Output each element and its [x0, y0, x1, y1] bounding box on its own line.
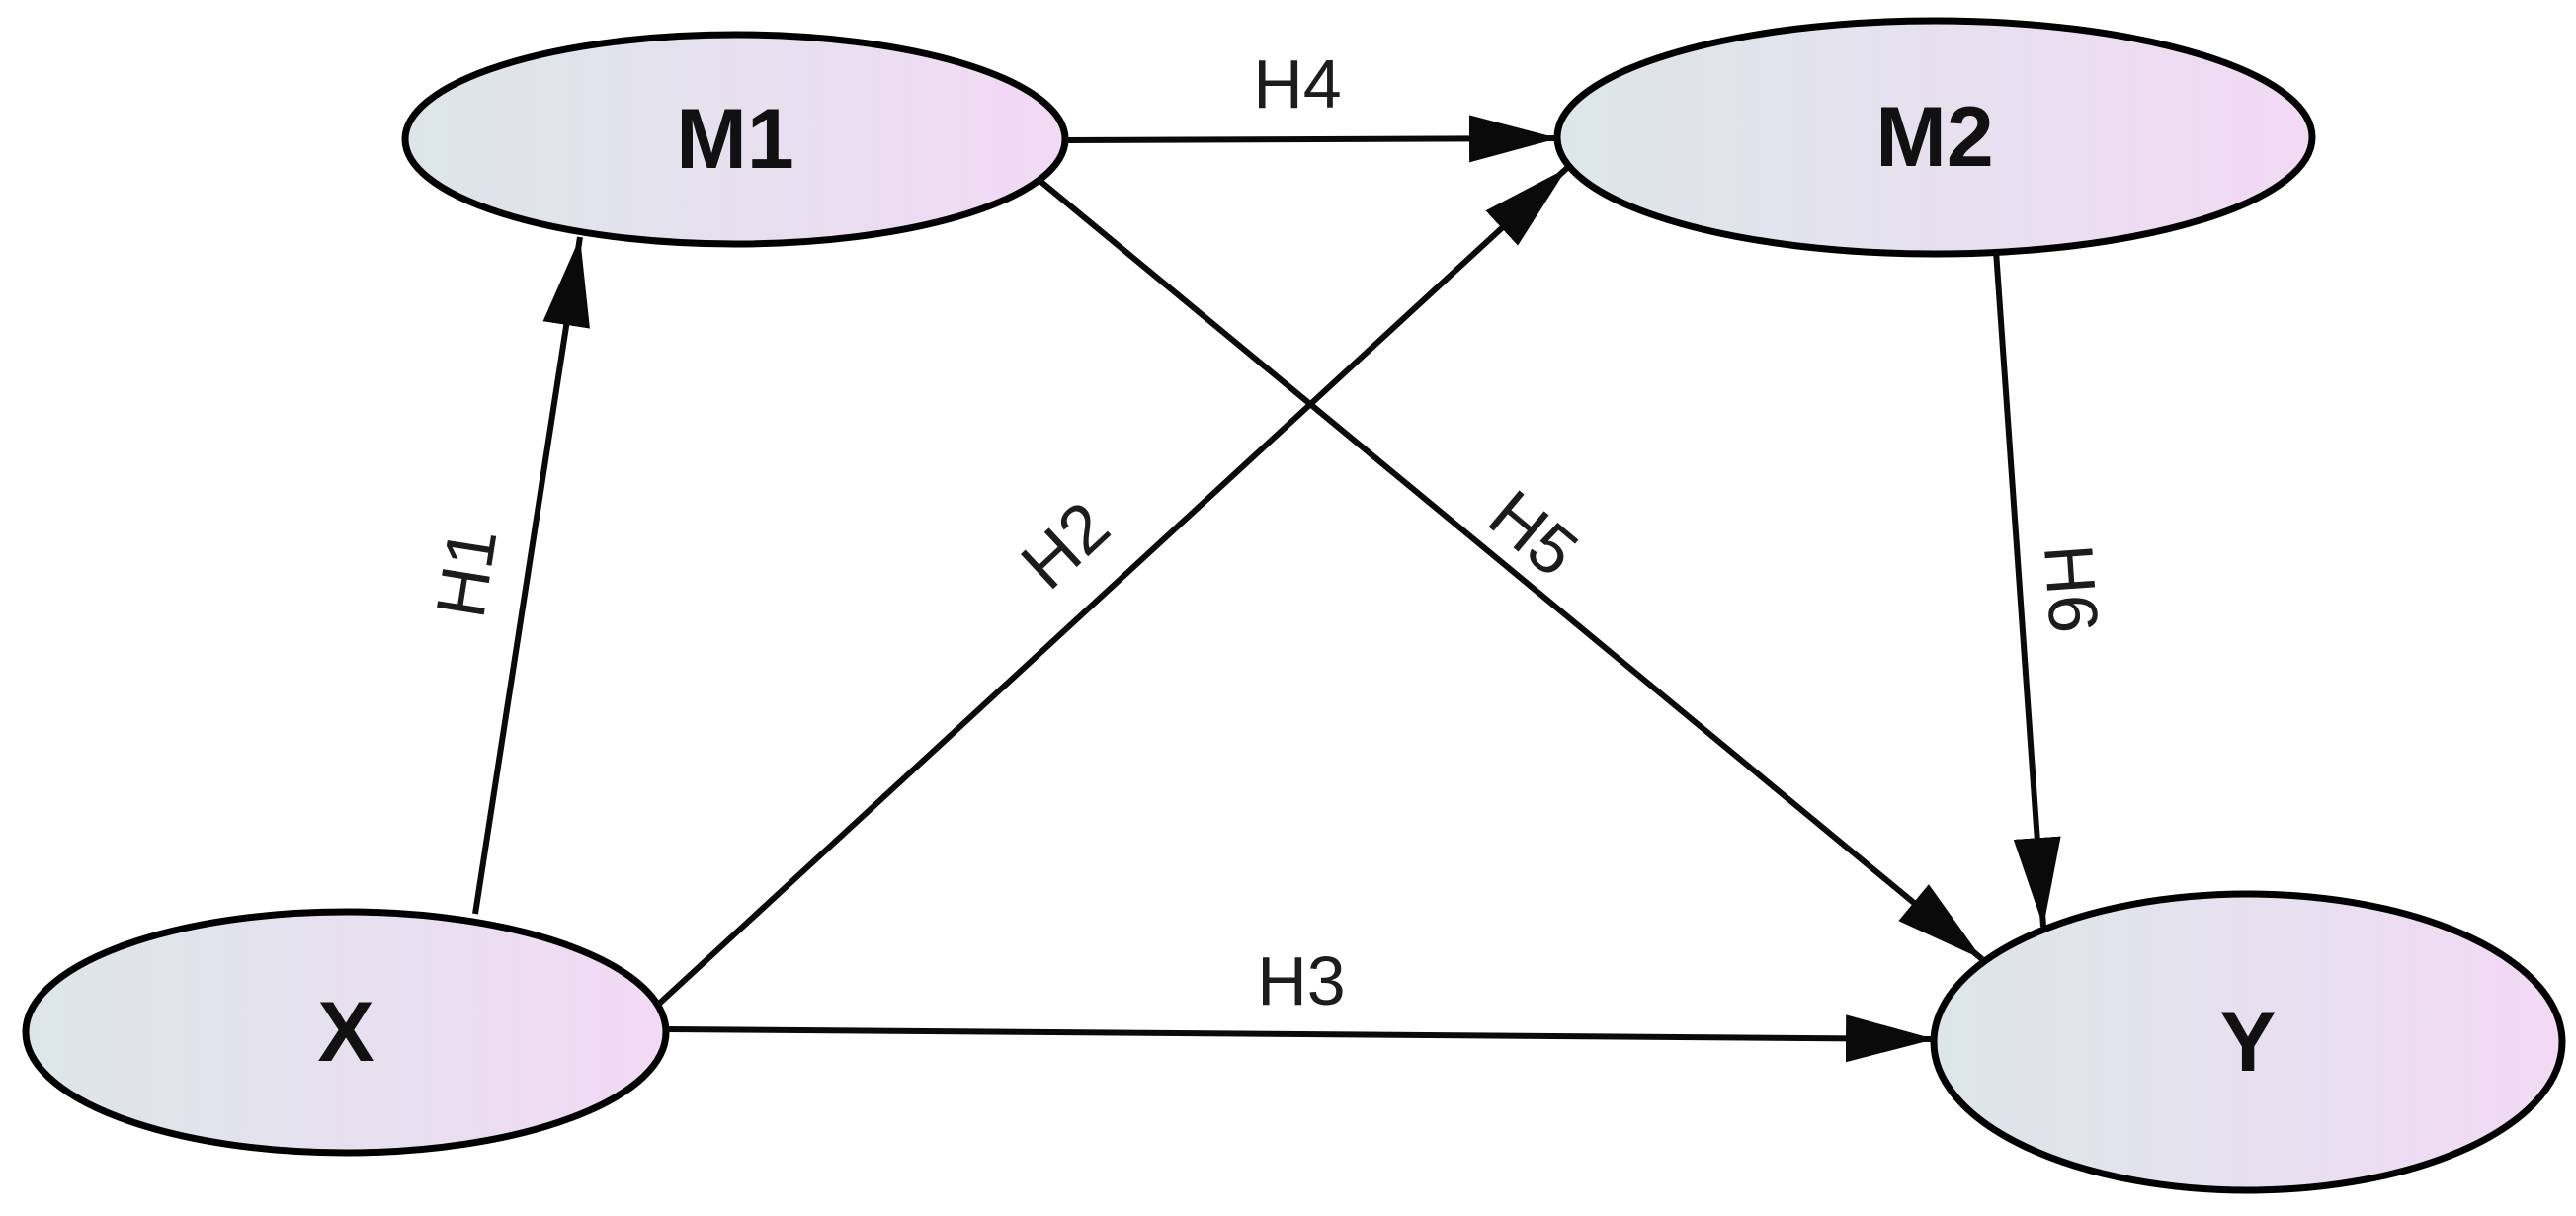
edge-h3-label: H3	[1257, 942, 1345, 1019]
edge-h2-arrow	[655, 165, 1570, 1008]
node-y: Y	[1930, 890, 2566, 1194]
node-x-ellipse	[22, 908, 670, 1157]
edge-h3: H3	[666, 942, 1936, 1063]
edge-h1-arrow	[472, 236, 590, 915]
node-y-label: Y	[2219, 995, 2276, 1090]
edge-h1: H1	[421, 236, 590, 915]
node-m1-label: M1	[676, 92, 793, 187]
edge-h1-label: H1	[421, 524, 511, 623]
node-x-label: X	[317, 985, 374, 1080]
edge-h6: H6	[1993, 250, 2113, 928]
edge-h6-label: H6	[2030, 542, 2113, 636]
node-m2: M2	[1553, 17, 2316, 258]
edge-h4-arrow	[1064, 115, 1559, 163]
edge-h4-label: H4	[1253, 45, 1341, 122]
edge-h2: H2	[655, 165, 1570, 1008]
edge-h4: H4	[1064, 45, 1559, 163]
edge-h6-arrow	[1993, 250, 2061, 928]
edge-h5: H5	[1036, 176, 1984, 962]
edge-h2-label: H2	[1007, 487, 1124, 604]
edge-h3-arrow	[666, 1014, 1936, 1063]
node-m2-label: M2	[1875, 90, 1993, 185]
node-x: X	[22, 908, 670, 1157]
edge-h5-label: H5	[1475, 475, 1593, 591]
node-m1: M1	[401, 31, 1069, 248]
edge-h5-arrow	[1036, 176, 1984, 962]
